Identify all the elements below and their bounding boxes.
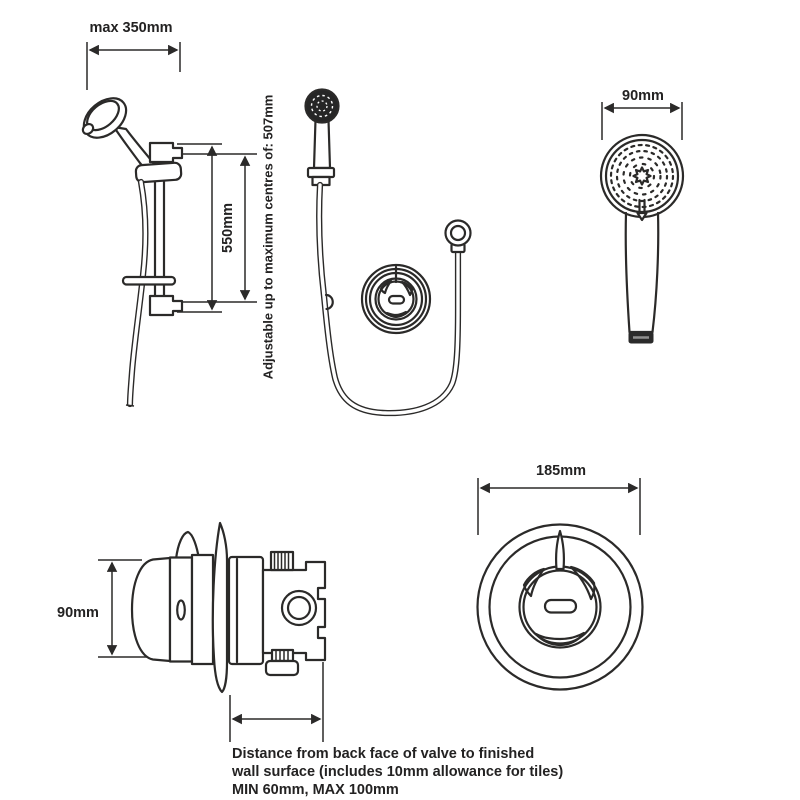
front-grip-ne: [569, 565, 596, 601]
spray-ring-4: [628, 162, 656, 190]
valve-grip-nw: [379, 279, 393, 295]
valve-grip-ne: [400, 280, 414, 297]
spray-ring-3: [622, 156, 662, 196]
depth-note-line-1: Distance from back face of valve to fini…: [232, 746, 534, 762]
knob-backplate: [190, 553, 215, 666]
front-slot: [543, 598, 578, 614]
front-grip-s: [534, 631, 586, 647]
front-pointer: [555, 529, 565, 571]
inlet-threads-top: [273, 553, 290, 569]
hang-pin-tip: [636, 211, 648, 222]
depth-note: Distance from back face of valve to fini…: [231, 746, 563, 798]
hose-loop-inner: [317, 183, 460, 415]
front-knob-rim: [518, 565, 602, 649]
handset-width-label: 90mm: [622, 88, 664, 104]
vertical-dimension-ticks: [177, 143, 257, 313]
spray-ring-2: [615, 149, 669, 203]
valve-slot: [387, 294, 406, 305]
handset-neck: [312, 118, 332, 170]
rail-kit-view: max 350mm 550mm Adjustable up to maximum…: [81, 20, 276, 408]
knob-fin: [174, 530, 201, 561]
soap-dish: [121, 275, 177, 286]
dimension-extension-lines: [86, 42, 181, 90]
rail-adjustable-label: Adjustable up to maximum centres of: 507…: [261, 95, 276, 380]
valve-side-view: 90mm: [57, 521, 327, 742]
hose-clip: [324, 293, 334, 311]
rail-top-bracket: [148, 141, 184, 164]
knob-slot: [176, 599, 186, 621]
depth-extension-lines: [229, 662, 324, 742]
inlet-connector-bottom: [270, 648, 295, 663]
knob-band: [168, 556, 194, 663]
valve-grip-s: [385, 310, 408, 319]
spray-center-star: [632, 166, 652, 186]
handle-sides: [624, 211, 660, 334]
hose-end-cap: [125, 404, 135, 407]
front-grip-nw: [522, 567, 546, 598]
rail-height-label: 550mm: [220, 203, 236, 253]
depth-note-line-3: MIN 60mm, MAX 100mm: [232, 782, 399, 798]
knob-dome: [130, 556, 172, 663]
dimension-extension-lines: [601, 102, 683, 140]
depth-note-line-2: wall surface (includes 10mm allowance fo…: [231, 764, 563, 780]
inlet-cap: [264, 659, 300, 677]
handset-front-view: 90mm: [599, 88, 685, 344]
handset-spout: [81, 122, 95, 136]
inlet-threads-bottom: [275, 651, 289, 660]
handset-cradle: [134, 161, 183, 184]
handset-nozzle-ring: [310, 94, 334, 118]
handset-face-dark: [304, 88, 340, 124]
hang-pin-stem: [638, 198, 646, 215]
handset-hose-valve-view: [304, 88, 472, 417]
side-port-inner: [286, 595, 312, 621]
dimension-extension-lines: [477, 478, 641, 535]
valve-front-width-label: 185mm: [536, 463, 586, 479]
rail-bottom-bracket: [148, 294, 184, 317]
valve-body: [227, 555, 265, 666]
front-ring-outer: [476, 523, 644, 691]
outlet-ring-inner: [449, 224, 467, 242]
rail-max-width-label: max 350mm: [89, 20, 172, 36]
spray-ring-1: [609, 143, 675, 209]
valve-side-height-label: 90mm: [57, 605, 99, 621]
valve-knob-rim: [374, 277, 418, 321]
valve-front-view: 185mm: [476, 463, 644, 691]
handset-nozzle-ring-inner: [316, 100, 328, 112]
valve-knob: [377, 280, 415, 318]
wall-flange: [211, 521, 229, 694]
front-knob: [522, 569, 598, 645]
valve-ring-1: [360, 263, 432, 335]
hose-inner: [128, 180, 148, 406]
hose-nut-upper: [306, 166, 336, 179]
